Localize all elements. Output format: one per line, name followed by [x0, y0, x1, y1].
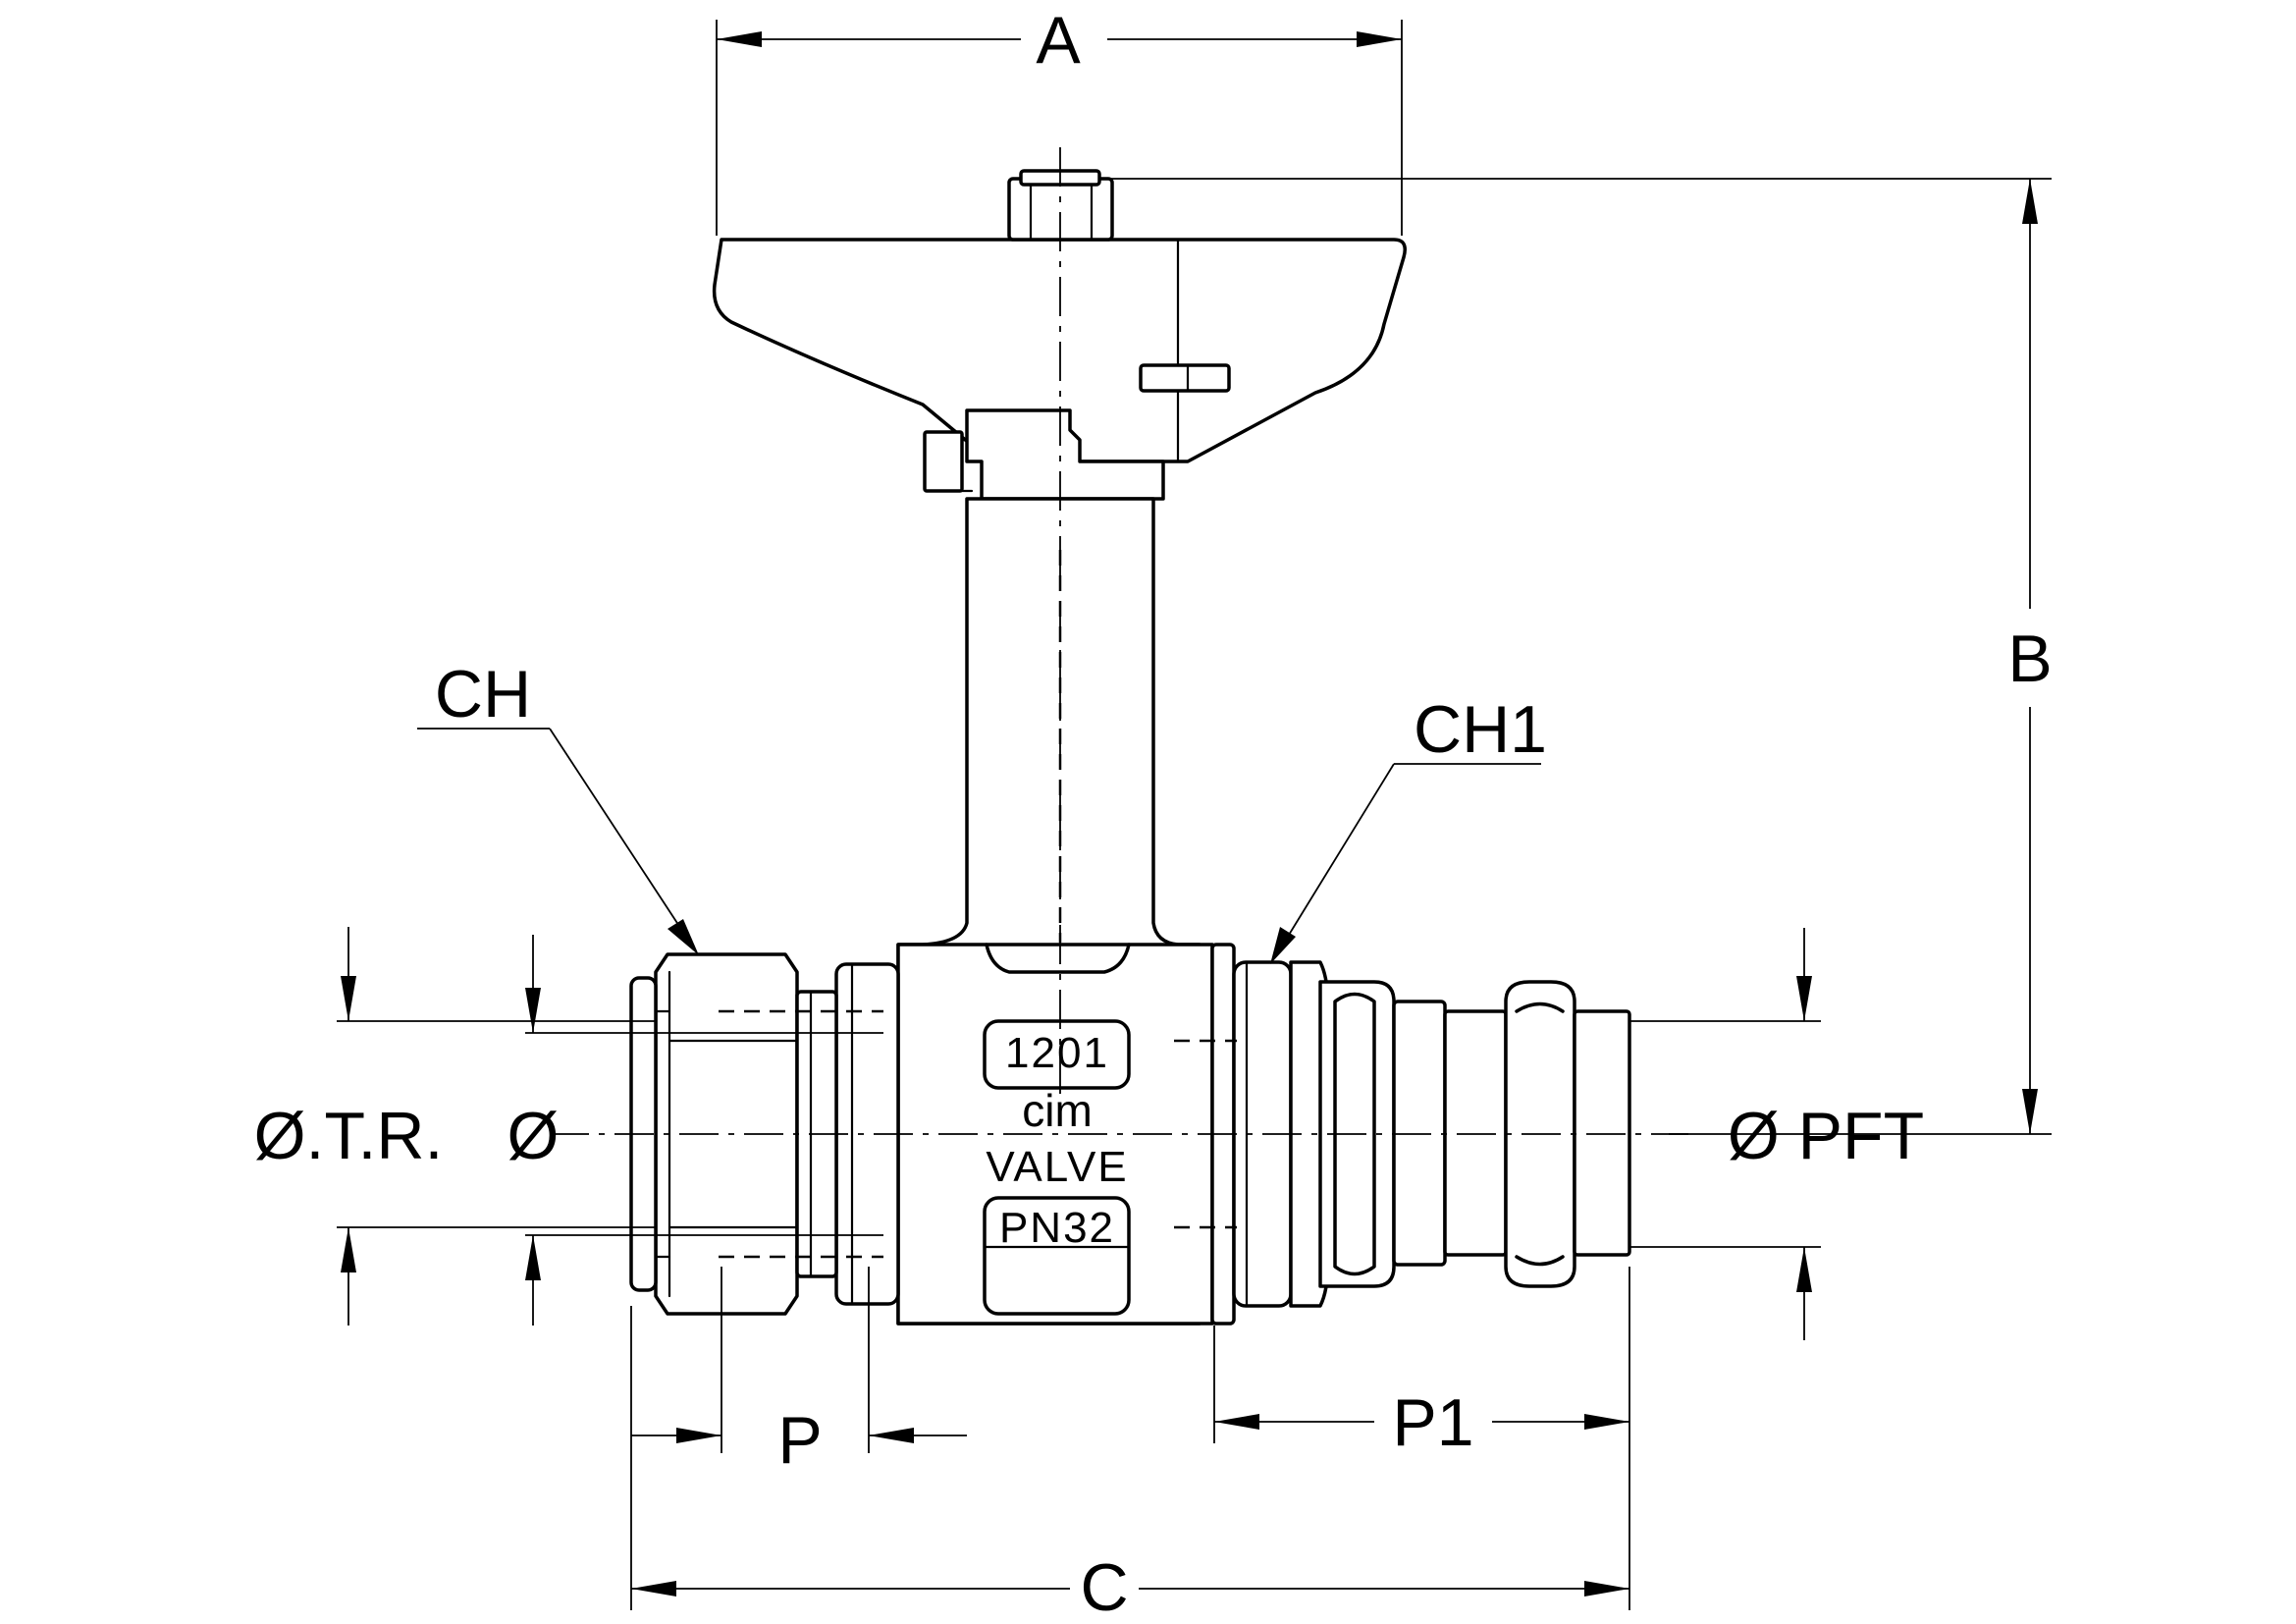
marking-word: VALVE [986, 1143, 1128, 1191]
dim-label-c: C [1080, 1550, 1128, 1624]
handle-lock-tab [1139, 363, 1231, 393]
dim-label-p: P [777, 1403, 822, 1478]
dim-label-pft: Ø PFT [1728, 1099, 1924, 1173]
stem-collar [965, 408, 1165, 501]
body-markings: 1201 cim VALVE PN32 [986, 1029, 1128, 1252]
dimensions: A B C P P1 [254, 3, 2053, 1624]
pipe-stub [1573, 1009, 1631, 1257]
marking-plate-lower [983, 1196, 1131, 1316]
marking-pressure: PN32 [999, 1204, 1115, 1252]
marking-size: 1201 [1005, 1029, 1109, 1077]
valve-outline [550, 147, 1688, 1326]
dim-label-dia: Ø [507, 1099, 560, 1173]
dim-label-b: B [2007, 622, 2052, 696]
press-sleeve [1392, 1000, 1447, 1267]
marking-brand: cim [1022, 1085, 1093, 1136]
press-pipe [1443, 1009, 1508, 1257]
press-bulge-1 [1333, 992, 1376, 1276]
dim-label-p1: P1 [1392, 1385, 1473, 1460]
dim-label-ch1: CH1 [1414, 692, 1547, 767]
marking-plate-upper [983, 1019, 1131, 1090]
dim-label-ch: CH [435, 657, 531, 731]
dim-label-a: A [1036, 3, 1081, 78]
dim-label-otr: Ø.T.R. [254, 1099, 444, 1173]
